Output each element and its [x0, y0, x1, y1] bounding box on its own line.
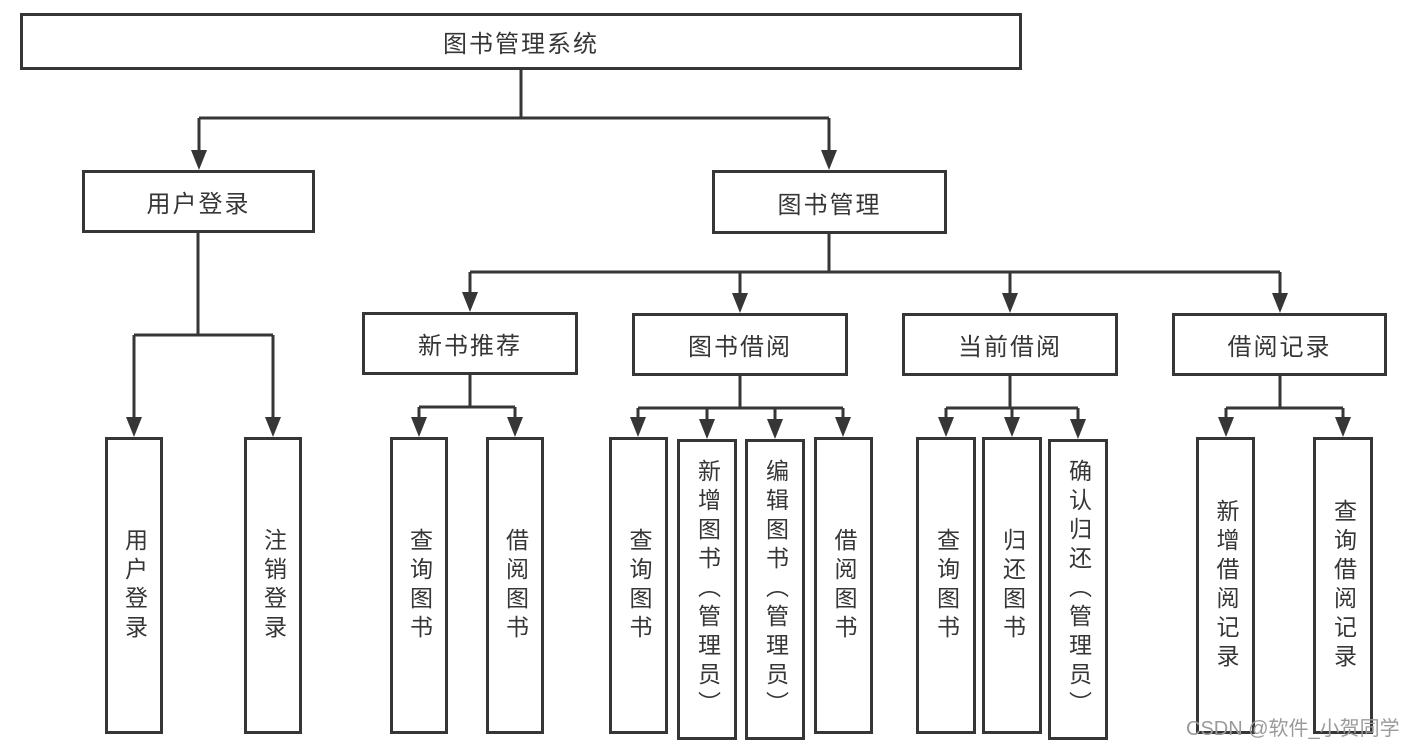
- node-label: 图书管理系统: [443, 31, 599, 58]
- csdn-watermark: CSDN @软件_小贺同学: [1186, 718, 1400, 740]
- leaf-add-books-admin: 新增图书（管理员）: [677, 439, 737, 740]
- leaf-label: 查询借阅记录: [1330, 498, 1357, 673]
- leaf-label: 新增借阅记录: [1213, 498, 1239, 673]
- leaf-return-books: 归还图书: [982, 437, 1042, 734]
- leaf-label: 借阅图书: [831, 527, 857, 644]
- leaf-label: 注销登录: [260, 527, 287, 644]
- node-current-borrow: 当前借阅: [902, 313, 1118, 376]
- node-label: 当前借阅: [958, 334, 1062, 361]
- leaf-query-borrow-record: 查询借阅记录: [1313, 437, 1373, 734]
- leaf-label: 新增图书（管理员）: [694, 459, 721, 720]
- node-root-library-system: 图书管理系统: [20, 13, 1022, 70]
- leaf-user-login: 用户登录: [105, 437, 163, 734]
- leaf-logout: 注销登录: [244, 437, 302, 734]
- leaf-label: 查询图书: [406, 527, 433, 644]
- leaf-label: 归还图书: [999, 527, 1026, 644]
- node-label: 借阅记录: [1227, 334, 1332, 361]
- node-book-management: 图书管理: [712, 170, 947, 234]
- leaf-label: 用户登录: [121, 527, 148, 644]
- node-user-login: 用户登录: [82, 170, 315, 233]
- node-borrow-records: 借阅记录: [1172, 313, 1387, 376]
- leaf-query-books-borrow: 查询图书: [609, 437, 668, 734]
- leaf-label: 借阅图书: [502, 527, 529, 644]
- leaf-label: 确认归还（管理员）: [1065, 459, 1092, 720]
- leaf-borrow-books-recommend: 借阅图书: [486, 437, 544, 734]
- node-book-borrow: 图书借阅: [632, 313, 848, 376]
- node-new-book-recommend: 新书推荐: [362, 312, 578, 375]
- leaf-borrow-books: 借阅图书: [814, 437, 873, 734]
- leaf-query-books-recommend: 查询图书: [390, 437, 448, 734]
- node-label: 图书借阅: [688, 334, 792, 361]
- leaf-label: 编辑图书（管理员）: [762, 459, 789, 720]
- leaf-confirm-return-admin: 确认归还（管理员）: [1048, 439, 1108, 740]
- node-label: 图书管理: [777, 191, 882, 219]
- node-label: 新书推荐: [418, 333, 522, 360]
- node-label: 用户登录: [146, 191, 251, 218]
- leaf-edit-books-admin: 编辑图书（管理员）: [745, 439, 805, 740]
- leaf-add-borrow-record: 新增借阅记录: [1196, 437, 1255, 734]
- leaf-label: 查询图书: [933, 527, 960, 644]
- leaf-query-books-current: 查询图书: [916, 437, 976, 734]
- leaf-label: 查询图书: [626, 527, 652, 644]
